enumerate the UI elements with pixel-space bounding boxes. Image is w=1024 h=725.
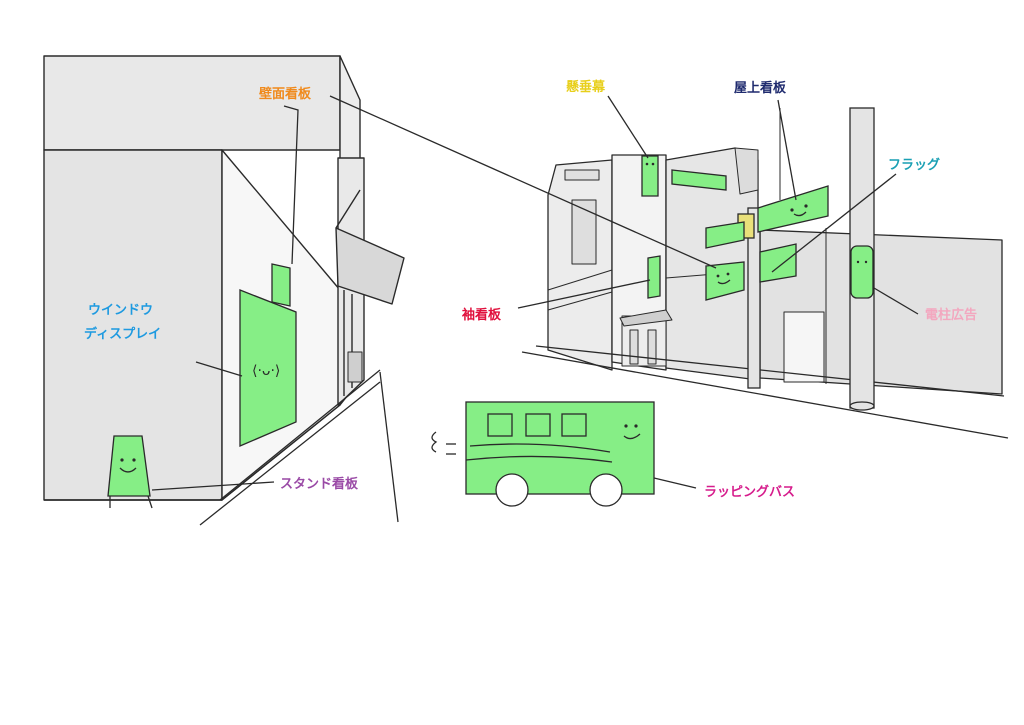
label-flag: フラッグ (888, 157, 940, 173)
label-hanging-banner: 懸垂幕 (566, 79, 606, 95)
rooftop-sign-shape (757, 185, 829, 233)
standing-sign-shape (107, 435, 153, 509)
alley-awning (335, 227, 405, 305)
right-street (521, 345, 1009, 439)
label-standing-sign: スタンド看板 (280, 476, 359, 492)
utility-pole-far (747, 207, 761, 389)
svg-text:⟨·ᴗ·⟩: ⟨·ᴗ·⟩ (252, 363, 280, 379)
left-building-back-wall (43, 55, 341, 151)
projecting-sign-shape (647, 255, 745, 301)
label-window-display-line2: ディスプレイ (84, 326, 161, 342)
left-building (43, 55, 405, 501)
right-building-door (783, 311, 825, 383)
left-street (199, 369, 399, 526)
pole-ad-shape (850, 245, 874, 299)
flag-shape (705, 221, 797, 283)
label-wrapping-bus: ラッピングバス (704, 484, 795, 500)
leader-lines (151, 95, 919, 491)
label-rooftop-sign: 屋上看板 (734, 80, 787, 96)
right-buildings (547, 147, 1003, 395)
wall-sign-shape (271, 263, 291, 307)
label-window-display-line1: ウインドウ (88, 303, 153, 318)
label-projecting-sign: 袖看板 (462, 307, 502, 323)
window-display-shape (239, 289, 297, 447)
hanging-banner-shape (641, 155, 727, 197)
green-signs: ⟨·ᴗ·⟩ (107, 155, 874, 509)
label-pole-ad: 電柱広告 (925, 307, 977, 323)
far-building (547, 159, 613, 371)
wrapping-bus-shape (431, 401, 655, 507)
label-wall-sign: 壁面看板 (259, 86, 312, 102)
